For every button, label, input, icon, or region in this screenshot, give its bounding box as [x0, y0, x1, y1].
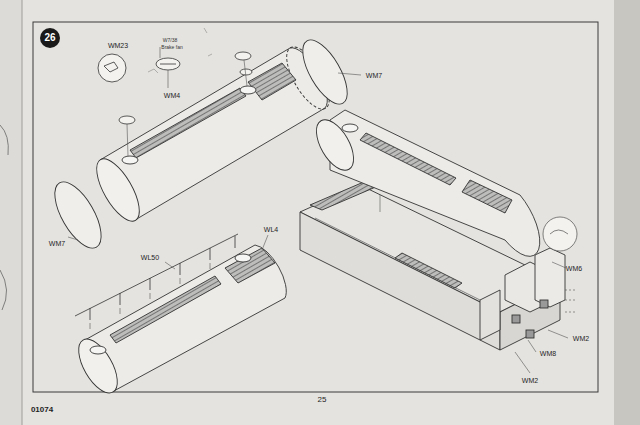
step-number: 26 — [44, 33, 55, 43]
part-number: WM23 — [108, 42, 128, 49]
leader-lines — [380, 195, 577, 373]
upper-tank — [88, 41, 337, 228]
part-number: WM7 — [366, 72, 382, 79]
chassis-assembly — [300, 110, 565, 350]
part-number: WM4 — [164, 92, 180, 99]
note-text: Brake fan — [161, 45, 182, 50]
page-sheet — [22, 0, 614, 425]
part-number: WL4 — [264, 226, 278, 233]
part-number: WM6 — [566, 265, 582, 272]
railing — [75, 234, 268, 329]
step-frame — [33, 22, 598, 392]
catalog-number: 01074 — [31, 406, 53, 414]
part-number: WM8 — [540, 350, 556, 357]
step-badge — [40, 28, 60, 48]
note-text: W7/38 — [163, 38, 177, 43]
part-number: WM7 — [49, 240, 65, 247]
part-number: WM2 — [522, 377, 538, 384]
small-parts — [98, 52, 252, 124]
lower-tank — [71, 245, 286, 399]
part-number: WL50 — [141, 254, 159, 261]
part-number: WM2 — [573, 335, 589, 342]
page-number: 25 — [318, 396, 327, 404]
end-cap — [294, 33, 356, 110]
left-page — [0, 0, 22, 425]
end-cap — [46, 175, 111, 255]
